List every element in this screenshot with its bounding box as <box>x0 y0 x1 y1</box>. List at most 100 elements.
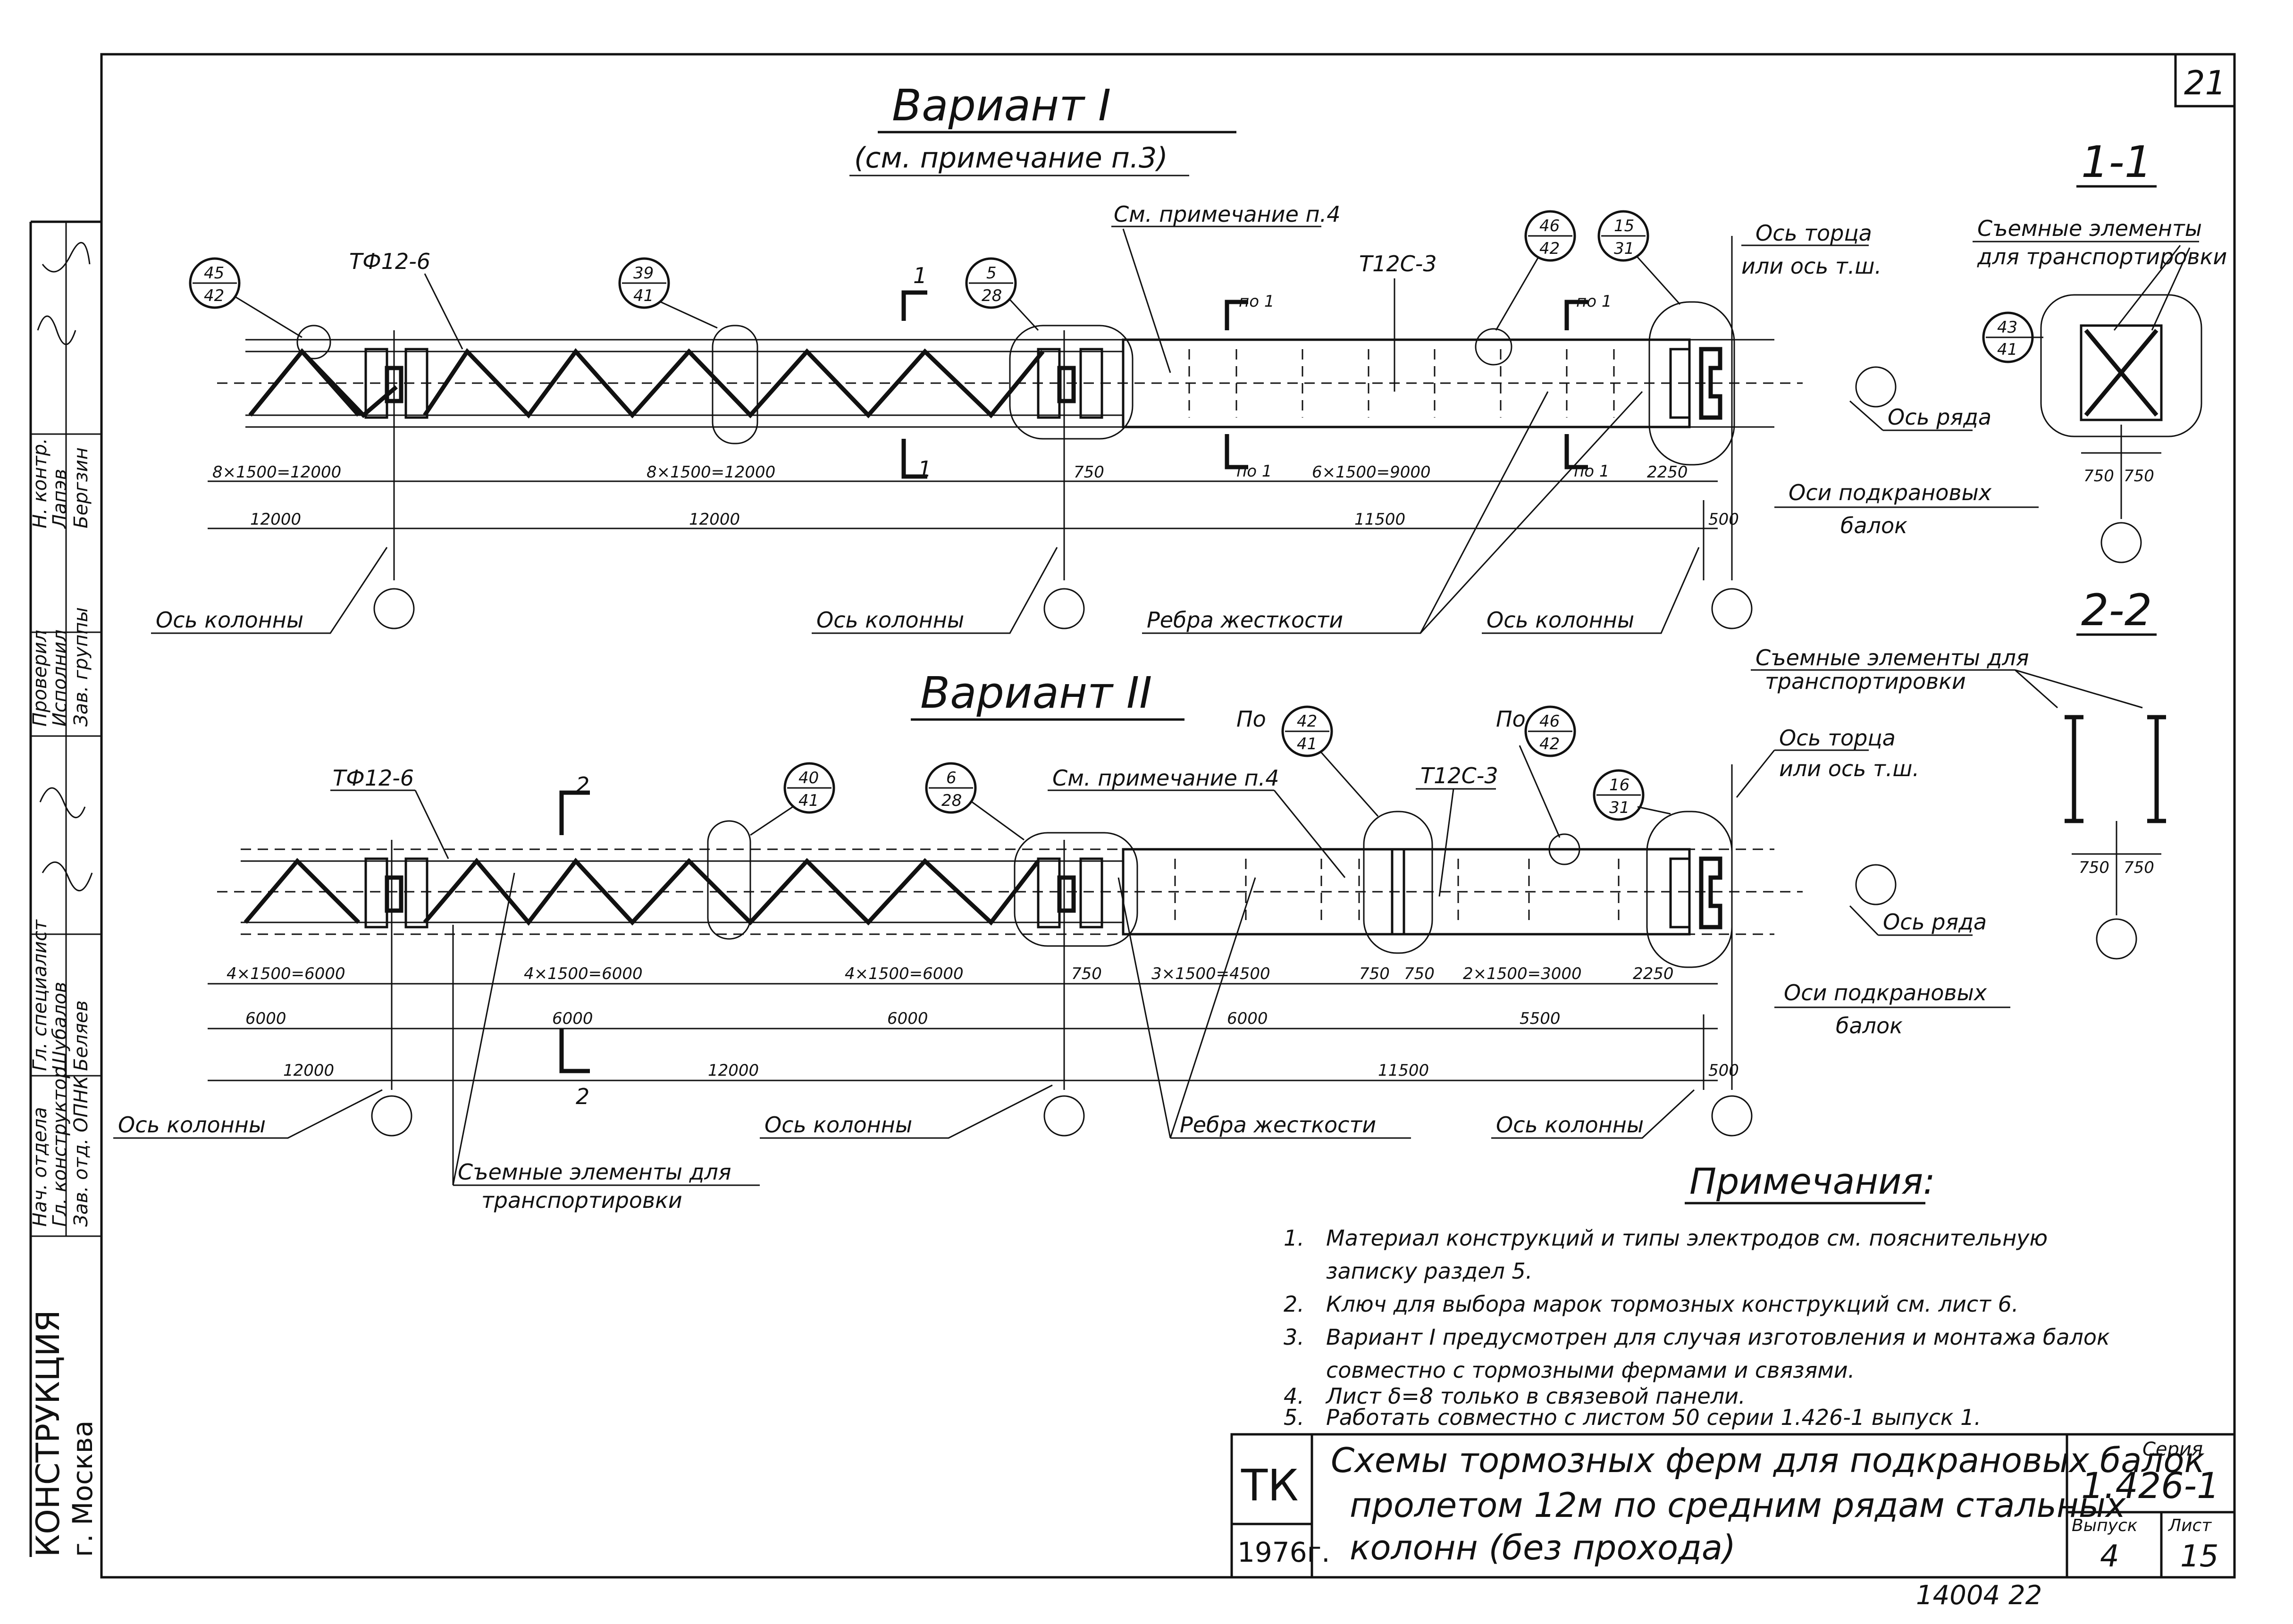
callout-bubble: 45 42 <box>189 257 302 338</box>
column-axis-label: Ось колонны <box>764 1112 912 1138</box>
drawing-title: пролетом 12м по средним рядам стальных <box>1350 1485 2126 1525</box>
dimension: 12000 <box>283 1061 334 1080</box>
sheet-number: 21 <box>2184 64 2226 102</box>
section-title: 2-2 <box>2081 585 2152 636</box>
note-ref: См. примечание п.4 <box>1052 765 1279 791</box>
column-axis-label: Ось колонны <box>1496 1112 1644 1138</box>
sheet-label: Лист <box>2167 1516 2212 1535</box>
removable-label: транспортировки <box>481 1188 682 1213</box>
side-stamp-role: Гл. специалист <box>29 919 51 1071</box>
dimension: 4×1500=6000 <box>845 964 964 983</box>
stiffeners-label: Ребра жесткости <box>1147 607 1343 633</box>
dimension: 6000 <box>1227 1009 1268 1028</box>
dimension: 11500 <box>1378 1061 1429 1080</box>
section-1-1: 1-1 Съемные элементы для транспортировки… <box>1973 137 2227 563</box>
section-mark: 1 <box>918 456 932 482</box>
variant-1-subtitle: (см. примечание п.3) <box>854 142 1168 175</box>
dimension: 8×1500=12000 <box>212 463 341 482</box>
note-text: Ключ для выбора марок тормозных конструк… <box>1326 1291 2019 1317</box>
dimension: 12000 <box>689 510 740 529</box>
dimension: 4×1500=6000 <box>227 964 345 983</box>
dimension: 6000 <box>552 1009 593 1028</box>
callout-bubble: 39 41 <box>618 257 718 329</box>
side-stamp-name: Бергзин <box>70 447 92 528</box>
beam-mark: Т12С-3 <box>1420 763 1498 788</box>
dimension: 750 <box>1404 964 1435 983</box>
svg-text:43: 43 <box>1997 318 2017 337</box>
series-label: Серия <box>2142 1439 2203 1460</box>
dimension: 8×1500=12000 <box>647 463 775 482</box>
side-stamp-name: Шубалов <box>49 982 71 1071</box>
note-number: 3. <box>1284 1324 1304 1350</box>
svg-text:41: 41 <box>1997 340 2017 359</box>
column-axis-label: Ось колонны <box>156 607 303 633</box>
sheet-number-box <box>2174 53 2236 108</box>
dimension: 2250 <box>1647 463 1688 482</box>
dimension: 750 <box>1071 964 1102 983</box>
dimension: 5500 <box>1520 1009 1561 1028</box>
callout-bubble: 46 42 <box>1495 210 1576 331</box>
note-text: записку раздел 5. <box>1326 1258 1532 1284</box>
variant-1-title: Вариант I <box>892 80 1111 131</box>
dimension: 2250 <box>1633 964 1674 983</box>
section-mark: 2 <box>576 1084 589 1109</box>
dimension: 750 <box>2079 858 2109 877</box>
side-stamp-role: Исполнил <box>49 629 71 727</box>
svg-text:31: 31 <box>1614 239 1634 258</box>
removable-label: транспортировки <box>1765 669 1966 694</box>
callout-bubble: 6 28 <box>925 762 1025 841</box>
side-stamp-role: Гл. конструктор <box>49 1066 71 1227</box>
removable-label: Съемные элементы для <box>1755 645 2029 670</box>
crane-axes-label: Оси подкрановых <box>1789 480 1992 505</box>
dimension: 11500 <box>1354 510 1405 529</box>
note-number: 1. <box>1284 1225 1304 1251</box>
axis-row-label: Ось ряда <box>1883 909 1987 935</box>
note-number: 4. <box>1284 1383 1304 1409</box>
axis-row-label: Ось ряда <box>1888 404 1991 430</box>
dimension: 6×1500=9000 <box>1312 463 1431 482</box>
svg-text:46: 46 <box>1539 712 1560 731</box>
variant-2: Вариант II <box>113 668 2010 1213</box>
archive-code: 14004 22 <box>1916 1580 2042 1611</box>
note-text: Материал конструкций и типы электродов с… <box>1326 1225 2048 1251</box>
column-axis-label: Ось колонны <box>118 1112 266 1138</box>
dimension: 4×1500=6000 <box>524 964 643 983</box>
svg-text:16: 16 <box>1609 776 1629 795</box>
svg-text:42: 42 <box>1539 239 1560 258</box>
note-number: 2. <box>1284 1291 1304 1317</box>
column-axis-label: Ось колонны <box>1487 607 1634 633</box>
side-stamp-org: КОНСТРУКЦИЯ <box>30 1310 67 1557</box>
dimension: 750 <box>1359 964 1390 983</box>
svg-text:46: 46 <box>1539 217 1560 235</box>
svg-text:15: 15 <box>1614 217 1634 235</box>
dimension: 500 <box>1708 1061 1739 1080</box>
svg-text:41: 41 <box>633 286 654 305</box>
side-stamp: КОНСТРУКЦИЯ г. Москва Нач. отдела Гл. ко… <box>29 220 101 1557</box>
svg-text:41: 41 <box>1297 735 1317 753</box>
section-mark: 1 <box>913 263 927 288</box>
series-value: 1.426-1 <box>2081 1465 2219 1507</box>
section-title: 1-1 <box>2081 137 2152 187</box>
svg-text:40: 40 <box>798 769 819 787</box>
dimension: 12000 <box>708 1061 759 1080</box>
removable-label: Съемные элементы для <box>458 1159 731 1185</box>
svg-text:6: 6 <box>946 769 957 787</box>
dimension: 2×1500=3000 <box>1463 964 1582 983</box>
plate-mark: по 1 <box>1576 292 1612 311</box>
dimension: 750 <box>1074 463 1104 482</box>
stiffeners-label: Ребра жесткости <box>1180 1112 1376 1138</box>
axis-end-label: или ось т.ш. <box>1741 253 1881 279</box>
org-mark: ТК <box>1241 1460 1299 1511</box>
sheet-value: 15 <box>2180 1539 2218 1574</box>
svg-text:45: 45 <box>204 264 224 283</box>
note-text: совместно с тормозными фермами и связями… <box>1326 1357 1855 1383</box>
note-text: Лист δ=8 только в связевой панели. <box>1325 1383 1746 1409</box>
svg-text:39: 39 <box>633 264 654 283</box>
dimension: 500 <box>1708 510 1739 529</box>
svg-text:41: 41 <box>798 791 819 810</box>
callout-bubble: 5 28 <box>965 257 1039 331</box>
svg-text:31: 31 <box>1609 798 1629 817</box>
note-text: Работать совместно с листом 50 серии 1.4… <box>1326 1405 1981 1430</box>
svg-text:42: 42 <box>204 286 224 305</box>
